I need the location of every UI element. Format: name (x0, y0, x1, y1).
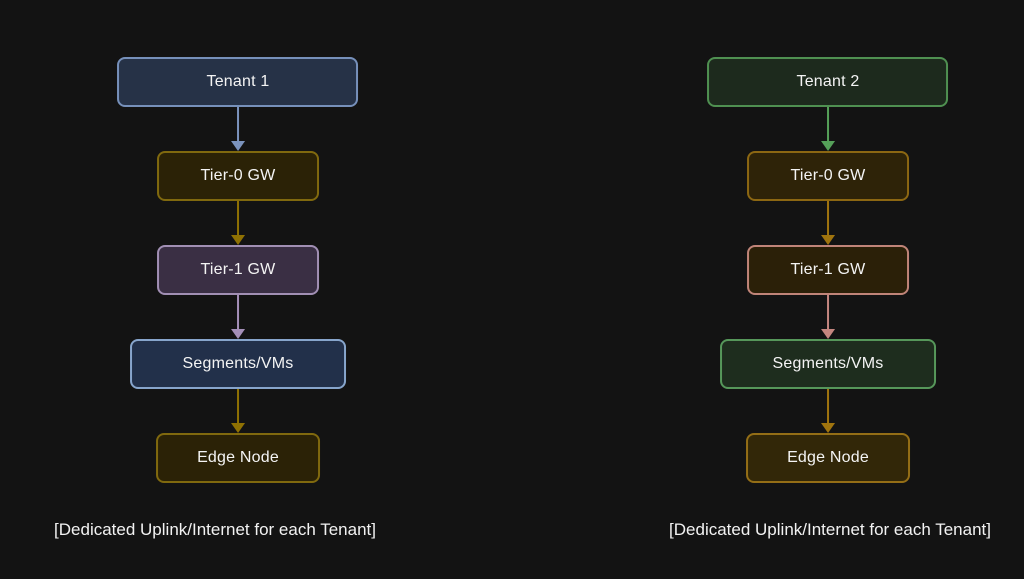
flow-arrow (821, 107, 835, 151)
node-tier-1-gw: Tier-1 GW (157, 245, 319, 295)
flow-arrow (231, 295, 245, 339)
flow-arrow (231, 389, 245, 433)
arrow-line (237, 295, 239, 329)
node-tenant-2: Tenant 2 (707, 57, 949, 107)
node-label: Tenant 2 (796, 73, 860, 90)
node-label: Segments/VMs (182, 355, 294, 372)
node-label: Tier-0 GW (790, 167, 866, 184)
flow-arrow (821, 295, 835, 339)
node-tier-0-gw: Tier-0 GW (157, 151, 319, 201)
node-label: Edge Node (197, 449, 279, 466)
node-label: Segments/VMs (772, 355, 884, 372)
node-tier-1-gw: Tier-1 GW (747, 245, 909, 295)
node-segments-vms: Segments/VMs (130, 339, 346, 389)
node-label: Tier-1 GW (200, 261, 276, 278)
arrowhead-down-icon (821, 423, 835, 433)
node-tier-0-gw: Tier-0 GW (747, 151, 909, 201)
arrowhead-down-icon (821, 235, 835, 245)
flow-arrow (231, 201, 245, 245)
flow-caption: [Dedicated Uplink/Internet for each Tena… (669, 520, 991, 539)
arrow-line (827, 201, 829, 235)
flow-arrow (231, 107, 245, 151)
node-label: Tier-1 GW (790, 261, 866, 278)
arrow-line (237, 107, 239, 141)
arrow-line (237, 201, 239, 235)
arrow-line (827, 389, 829, 423)
flow-arrow (821, 201, 835, 245)
arrowhead-down-icon (231, 235, 245, 245)
node-label: Edge Node (787, 449, 869, 466)
node-tenant-1: Tenant 1 (117, 57, 359, 107)
flow-arrow (821, 389, 835, 433)
arrow-line (237, 389, 239, 423)
node-edge-node: Edge Node (156, 433, 320, 483)
node-label: Tenant 1 (206, 73, 270, 90)
arrow-line (827, 295, 829, 329)
arrowhead-down-icon (231, 141, 245, 151)
node-segments-vms: Segments/VMs (720, 339, 936, 389)
arrowhead-down-icon (821, 329, 835, 339)
arrow-line (827, 107, 829, 141)
arrowhead-down-icon (231, 423, 245, 433)
flow-caption: [Dedicated Uplink/Internet for each Tena… (54, 520, 376, 539)
arrowhead-down-icon (821, 141, 835, 151)
node-edge-node: Edge Node (746, 433, 910, 483)
arrowhead-down-icon (231, 329, 245, 339)
node-label: Tier-0 GW (200, 167, 276, 184)
